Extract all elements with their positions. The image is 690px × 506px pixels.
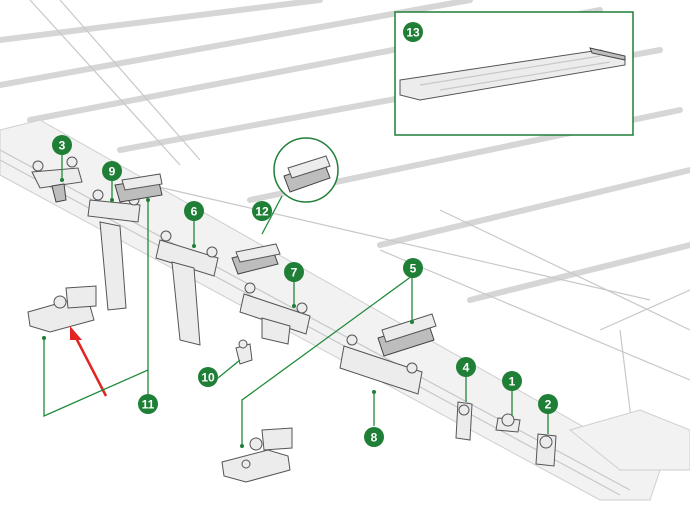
part-7-bracket [239, 282, 311, 345]
part-4-bracket [455, 401, 473, 441]
standalone-clip-left [27, 285, 97, 333]
callout-9: 9 [102, 161, 122, 181]
part-1-bracket [495, 413, 521, 433]
svg-text:9: 9 [109, 165, 116, 179]
part-12-clip [231, 137, 339, 275]
callout-3: 3 [52, 135, 72, 155]
svg-text:6: 6 [191, 205, 198, 219]
svg-text:1: 1 [509, 375, 516, 389]
svg-text:5: 5 [410, 262, 417, 276]
svg-text:11: 11 [142, 398, 155, 412]
svg-text:10: 10 [201, 371, 215, 385]
callout-13: 13 [403, 22, 423, 42]
svg-text:7: 7 [291, 266, 298, 280]
part-6-bracket [155, 230, 219, 346]
svg-text:3: 3 [59, 139, 66, 153]
callout-2: 2 [538, 394, 558, 414]
part-clip-near-9 [114, 173, 163, 203]
svg-text:8: 8 [371, 431, 378, 445]
part-5-clip [377, 313, 437, 357]
callout-12: 12 [252, 201, 272, 221]
callout-5: 5 [403, 258, 423, 278]
svg-text:4: 4 [463, 361, 470, 375]
callout-8: 8 [364, 427, 384, 447]
callout-7: 7 [284, 262, 304, 282]
part-2-bracket [535, 433, 557, 467]
svg-text:2: 2 [545, 398, 552, 412]
callout-10: 10 [198, 367, 218, 387]
inset-box-13 [394, 11, 634, 136]
standalone-clip-bottom [221, 427, 293, 483]
callout-6: 6 [184, 201, 204, 221]
part-10-piece [235, 339, 253, 365]
part-9-bracket [87, 189, 141, 311]
red-arrow [70, 326, 108, 397]
callouts: 1 2 3 4 5 6 7 8 9 10 11 12 13 [52, 22, 558, 447]
part-8-bracket [339, 334, 423, 395]
callout-1: 1 [502, 371, 522, 391]
svg-text:12: 12 [255, 205, 269, 219]
callout-11: 11 [138, 394, 158, 414]
leader-lines [42, 155, 549, 448]
svg-text:13: 13 [406, 26, 420, 40]
part-3-bracket [31, 156, 83, 203]
callout-4: 4 [456, 357, 476, 377]
